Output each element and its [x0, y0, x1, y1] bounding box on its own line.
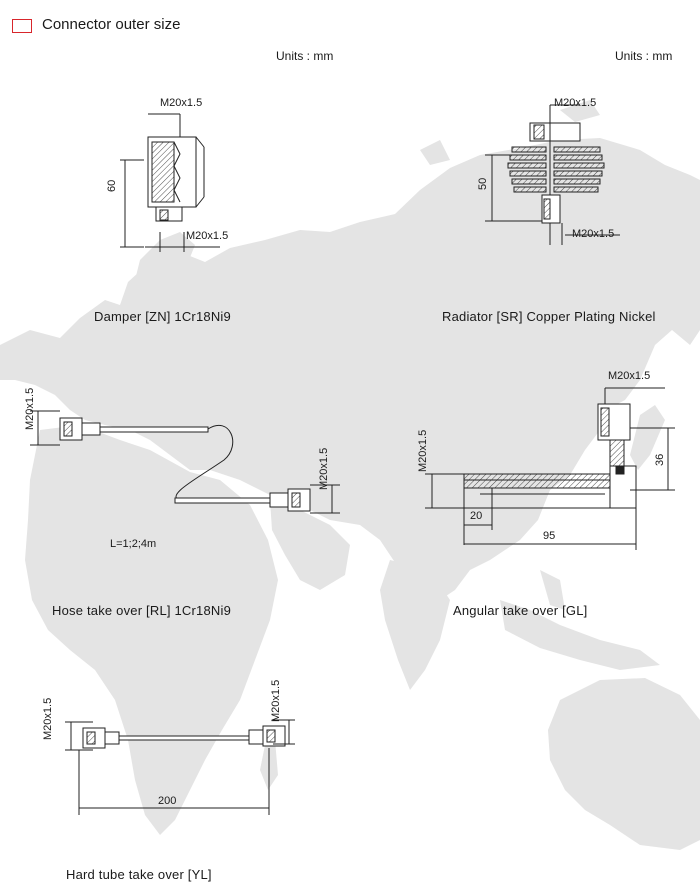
- hose-thread-right-label: M20x1.5: [318, 447, 330, 490]
- hose-thread-left-label: M20x1.5: [24, 387, 36, 430]
- radiator-drawing: [485, 104, 620, 245]
- hard-tube-length-label: 200: [158, 795, 177, 807]
- damper-drawing: [120, 113, 220, 252]
- page-title: Connector outer size: [42, 16, 181, 33]
- angular-thread-top-label: M20x1.5: [608, 370, 651, 382]
- angular-height-label: 36: [654, 453, 666, 466]
- damper-height-label: 60: [106, 179, 118, 192]
- radiator-thread-top-label: M20x1.5: [554, 97, 597, 109]
- radiator-caption: Radiator [SR] Copper Plating Nickel: [442, 309, 656, 324]
- radiator-thread-bottom-label: M20x1.5: [572, 228, 615, 240]
- damper-thread-top-label: M20x1.5: [160, 97, 203, 109]
- damper-caption: Damper [ZN] 1Cr18Ni9: [94, 309, 231, 324]
- angular-thread-left-label: M20x1.5: [417, 429, 429, 472]
- radiator-height-label: 50: [477, 177, 489, 190]
- hard-tube-drawing: [65, 719, 295, 815]
- units-label-right: Units : mm: [615, 49, 673, 63]
- units-label-left: Units : mm: [276, 49, 334, 63]
- hard-tube-caption: Hard tube take over [YL]: [66, 867, 212, 882]
- hard-tube-thread-right-label: M20x1.5: [270, 679, 282, 722]
- hose-drawing: [30, 410, 340, 514]
- angular-drawing: [425, 387, 675, 550]
- angular-offset-label: 20: [470, 510, 483, 522]
- hard-tube-thread-left-label: M20x1.5: [42, 697, 54, 740]
- hose-length-label: L=1;2;4m: [110, 538, 157, 550]
- header-marker: [12, 19, 32, 33]
- hose-caption: Hose take over [RL] 1Cr18Ni9: [52, 603, 232, 618]
- damper-thread-bottom-label: M20x1.5: [186, 230, 229, 242]
- angular-caption: Angular take over [GL]: [453, 603, 588, 618]
- angular-length-label: 95: [543, 530, 556, 542]
